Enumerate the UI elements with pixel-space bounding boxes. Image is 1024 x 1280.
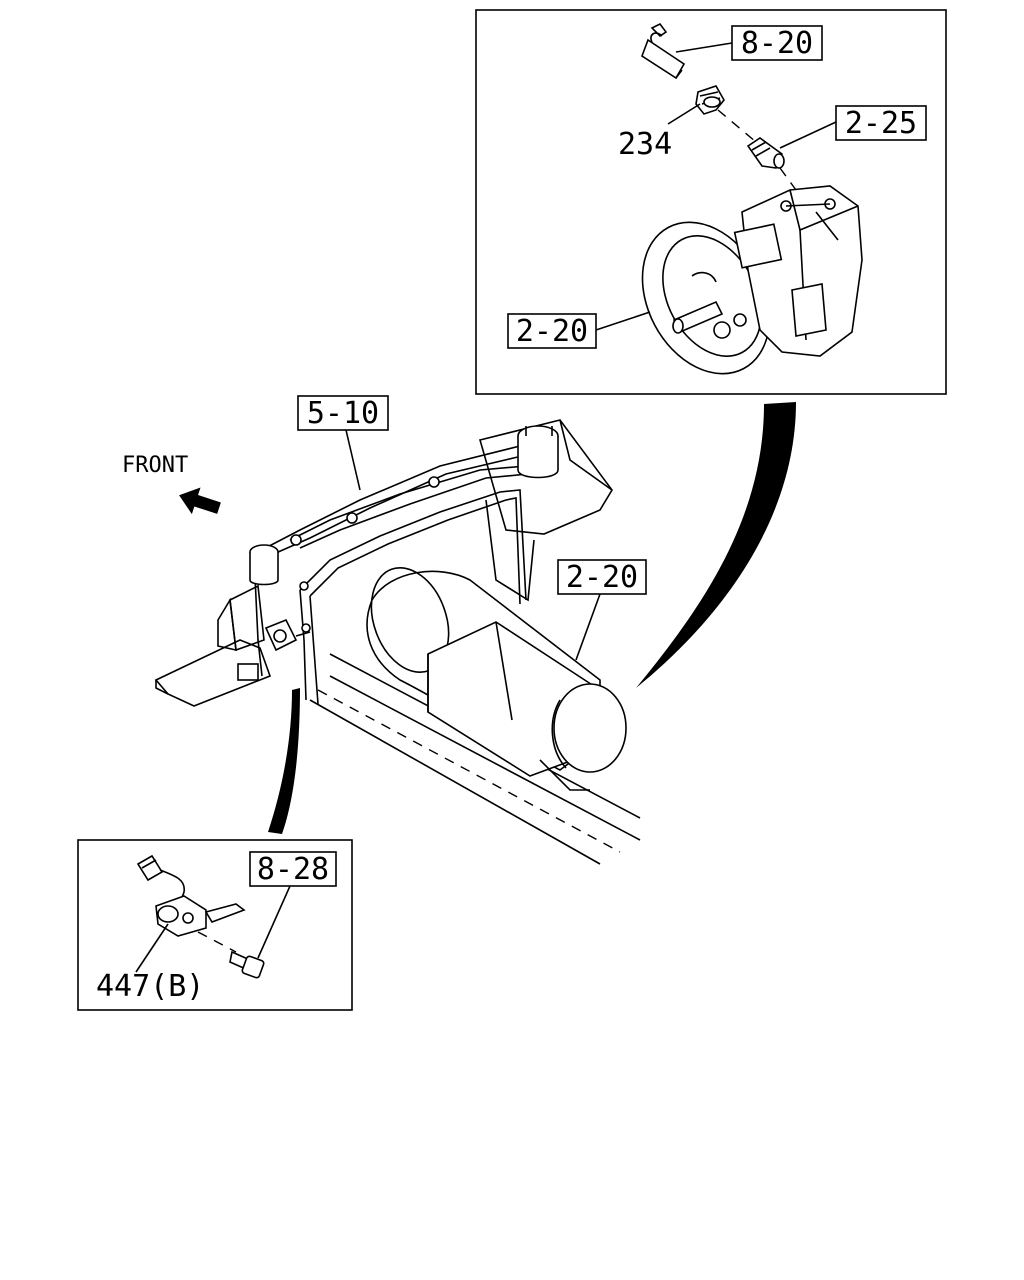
ref-box-2-20-main bbox=[557, 559, 647, 595]
ref-box-8-28 bbox=[249, 851, 337, 887]
leader-8-20 bbox=[675, 42, 733, 53]
assembly-line-bolt bbox=[197, 931, 237, 953]
ref-box-2-20-detail bbox=[507, 313, 597, 349]
bolt-part bbox=[229, 950, 265, 979]
part-label-234: 234 bbox=[618, 127, 672, 162]
fluid-reservoir-rear bbox=[517, 425, 559, 479]
detail-panel-bottom: 8-28 447(B) bbox=[77, 839, 353, 1011]
ref-box-5-10 bbox=[297, 395, 389, 431]
speedometer-sleeve-part bbox=[746, 137, 785, 169]
frame-switch-447 bbox=[237, 618, 311, 681]
detail-panel-top: 8-20 234 2-25 bbox=[475, 9, 947, 395]
ref-label-2-25: 2-25 bbox=[845, 106, 917, 141]
callout-curve-top bbox=[636, 402, 796, 688]
leader-2-25 bbox=[779, 121, 837, 149]
leader-2-20-main bbox=[575, 593, 601, 661]
main-assembly: FRONT 5-10 bbox=[122, 395, 647, 865]
assembly-line-switch bbox=[717, 109, 757, 143]
leader-8-28 bbox=[257, 885, 291, 959]
leader-447b bbox=[135, 923, 169, 973]
electrical-connector-part bbox=[641, 22, 686, 80]
ref-box-2-25 bbox=[835, 105, 927, 141]
detail-frame-top bbox=[475, 9, 947, 395]
switch-part-234 bbox=[695, 85, 725, 115]
ref-label-2-20-detail: 2-20 bbox=[516, 314, 588, 349]
front-label: FRONT bbox=[122, 453, 188, 478]
ref-label-2-20-main: 2-20 bbox=[566, 560, 638, 595]
leader-234 bbox=[667, 103, 701, 125]
leader-2-20-detail bbox=[595, 311, 651, 331]
ref-label-5-10: 5-10 bbox=[307, 396, 379, 431]
part-label-447b: 447(B) bbox=[96, 969, 204, 1004]
fluid-reservoir-front bbox=[249, 544, 279, 586]
ref-label-8-28: 8-28 bbox=[257, 852, 329, 887]
transmission-assembly bbox=[641, 185, 863, 375]
transmission-main bbox=[366, 566, 627, 791]
arrow-left-icon bbox=[179, 487, 221, 515]
ref-label-8-20: 8-20 bbox=[741, 26, 813, 61]
assembly-line-sleeve bbox=[779, 167, 797, 191]
leader-5-10 bbox=[345, 429, 361, 491]
switch-part-447b bbox=[155, 895, 246, 937]
detail-frame-bottom bbox=[77, 839, 353, 1011]
callout-curve-bottom bbox=[268, 688, 300, 834]
